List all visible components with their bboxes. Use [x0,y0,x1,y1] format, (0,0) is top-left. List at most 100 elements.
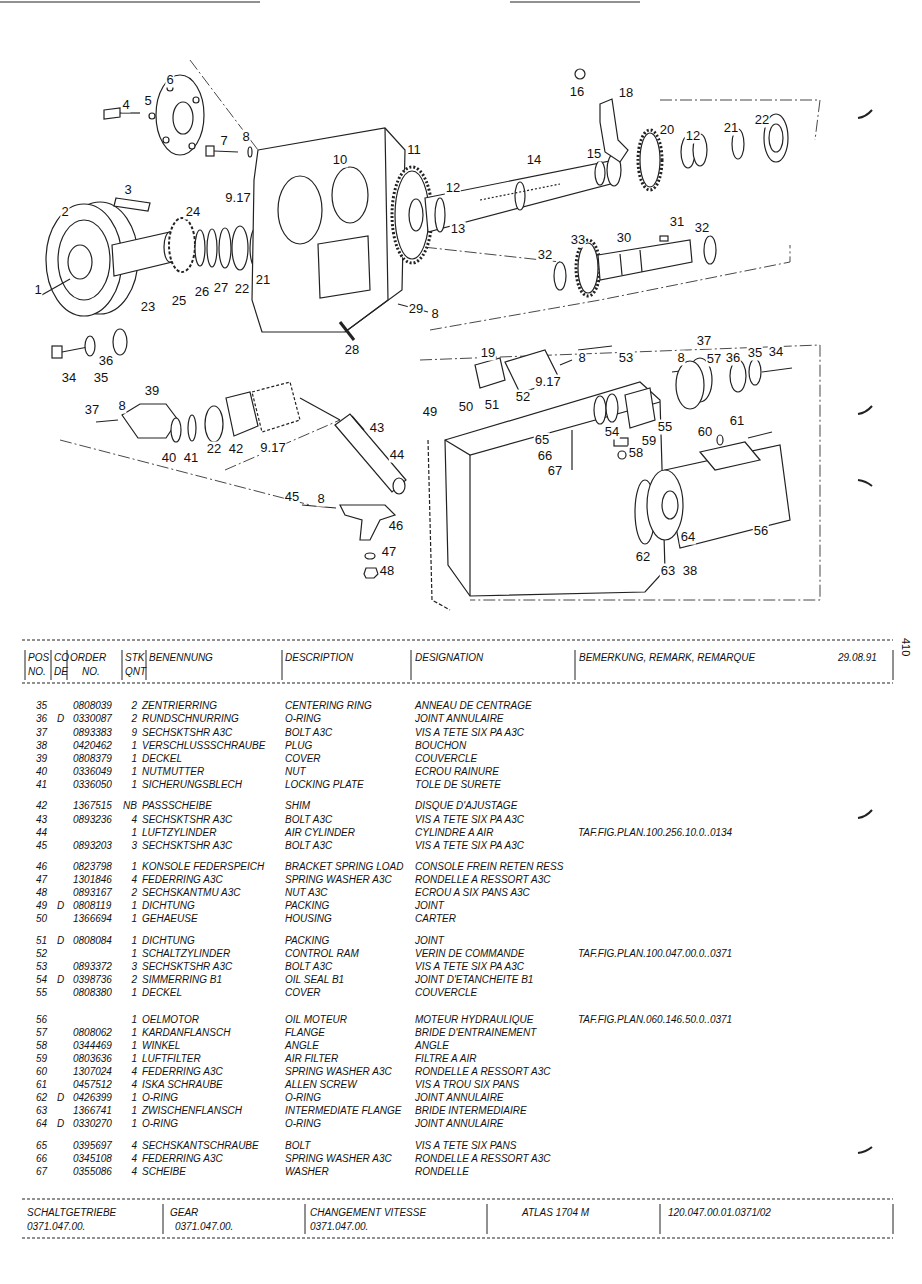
frame-line [510,2,640,3]
main-shaft [575,69,585,79]
cover-assembly [96,420,118,422]
callout-number: 22 [234,282,250,297]
table-cell: 64 [36,1118,47,1130]
callout-number: 48 [379,564,395,579]
lower-shaft [620,254,622,275]
cover-assembly [171,418,181,442]
table-cell: 1 [131,740,137,752]
table-cell: MOTEUR HYDRAULIQUE [415,1014,533,1026]
table-cell: 1 [131,861,137,873]
callout-number: 9.17 [259,441,286,456]
main-shaft [769,124,783,152]
table-cell: 44 [36,827,47,839]
table-cell: 1 [131,753,137,765]
table-cell: WASHER [285,1166,329,1178]
callout-number: 51 [484,398,500,413]
table-cell: OIL SEAL B1 [285,974,344,986]
callout-number: 35 [747,346,763,361]
table-cell: SECHSKTSHR A3C [142,840,232,852]
table-cell: D [57,974,64,986]
frame-line [858,480,872,486]
table-cell: SHIM [285,800,310,812]
table-cell: VIS A TETE SIX PA A3C [415,840,524,852]
table-cell: JOINT D'ETANCHEITE B1 [415,974,533,986]
main-shaft [640,133,660,187]
callout-number: 1 [33,283,42,298]
table-cell: 0893203 [73,840,112,852]
oil-motor [717,435,723,445]
callout-number: 7 [219,134,228,149]
air-cylinder [300,398,340,420]
table-cell: 65 [36,1140,47,1152]
table-header: DE [54,666,68,678]
callout-number: 55 [657,420,673,435]
table-cell: NUT [285,766,306,778]
table-cell: 52 [36,948,47,960]
callout-number: 8 [430,307,439,322]
table-cell: 1301846 [73,874,112,886]
footer-cell: SCHALTGETRIEBE [27,1207,116,1219]
table-cell: 67 [36,1166,47,1178]
frame-line [858,1147,872,1153]
table-cell: 4 [131,1166,137,1178]
table-cell: 0336049 [73,766,112,778]
table-cell: FEDERRING A3C [142,874,223,886]
table-cell: 0808119 [73,900,111,912]
callout-number: 26 [194,285,210,300]
table-cell: RUNDSCHNURRING [142,713,239,725]
callout-number: 45 [284,490,300,505]
centering-bolt [113,329,127,355]
table-cell: D [57,1092,64,1104]
callout-number: 19 [480,346,496,361]
pulley [40,279,70,296]
table-cell: 39 [36,753,47,765]
callout-number: 14 [526,153,542,168]
table-cell: 0330087 [73,713,112,725]
table-cell: CYLINDRE A AIR [415,827,493,839]
table-cell: AIR CYLINDER [285,827,355,839]
table-rule [22,683,893,684]
table-cell: 37 [36,727,47,739]
table-cell: BOLT A3C [285,840,332,852]
callout-number: 10 [332,153,348,168]
table-cell: 1 [131,900,137,912]
table-cell: 3 [131,961,137,973]
table-header: STK [125,652,144,664]
flange-plate [193,97,199,103]
lower-housing [428,346,665,610]
table-cell: NUTMUTTER [142,766,204,778]
callout-number: 9.17 [224,191,251,206]
table-rule [22,640,893,641]
lower-shaft [554,262,566,290]
table-cell: 0395697 [73,1140,112,1152]
table-cell: 4 [131,814,137,826]
callout-number: 41 [183,451,199,466]
callout-number: 37 [84,403,100,418]
input-shaft [207,229,217,267]
table-header: BEMERKUNG, REMARK, REMARQUE [579,652,755,664]
lower-housing [571,430,572,470]
callout-number: 54 [604,425,620,440]
air-cylinder [300,398,406,578]
table-cell: 0808062 [73,1027,112,1039]
table-cell: 0426399 [73,1092,112,1104]
callout-number: 33 [570,233,586,248]
callout-number: 8 [117,399,126,414]
table-header: DESCRIPTION [285,652,353,664]
main-shaft [435,198,445,232]
main-shaft [638,130,662,190]
table-cell: ANGLE [415,1040,449,1052]
table-cell: 38 [36,740,47,752]
table-cell: 58 [36,1040,47,1052]
table-cell: D [57,713,64,725]
table-cell: DISQUE D'AJUSTAGE [415,800,517,812]
callout-number: 25 [171,294,187,309]
table-cell: 2 [131,700,137,712]
table-cell: ISKA SCHRAUBE [142,1079,223,1091]
table-cell: 3 [131,840,137,852]
main-shaft [480,184,560,200]
lower-shaft [576,240,600,296]
table-cell: LUFTZYLINDER [142,827,216,839]
gearbox-housing [345,128,388,332]
callout-number: 53 [618,351,634,366]
